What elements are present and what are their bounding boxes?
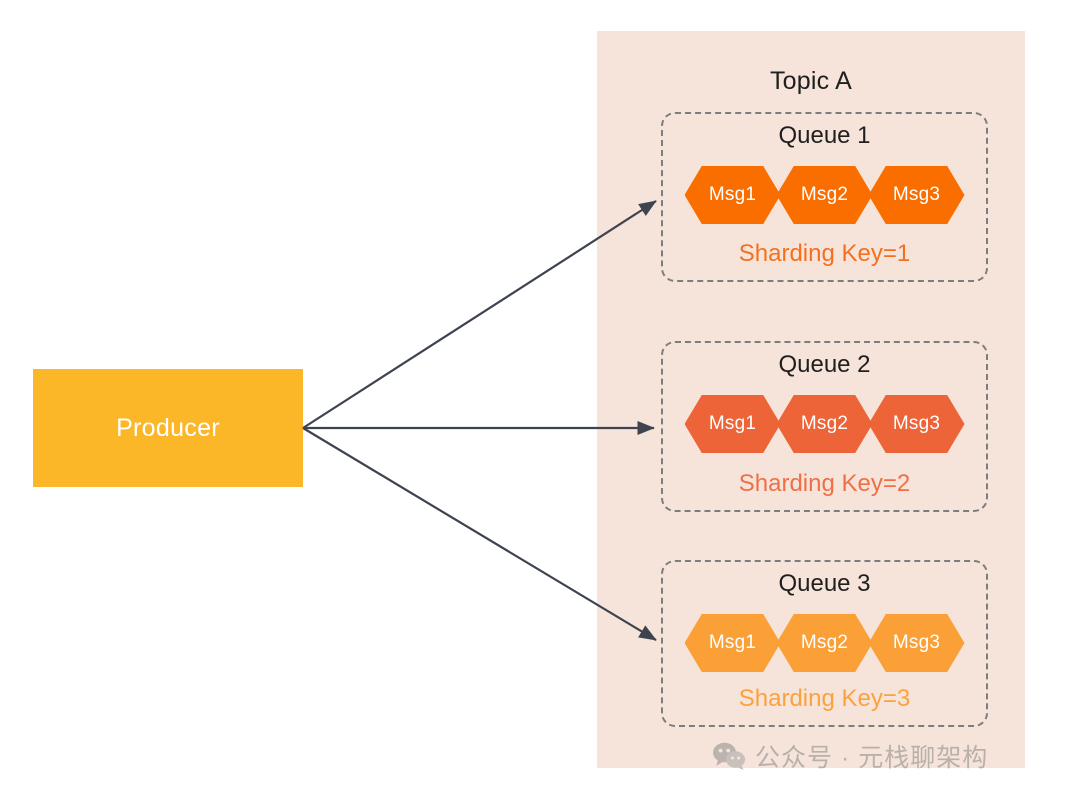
sharding-key-label: Sharding Key=3 — [738, 685, 911, 712]
message-label: Msg1 — [708, 632, 757, 653]
sharding-key-label: Sharding Key=2 — [738, 470, 911, 497]
message-label: Msg3 — [892, 632, 941, 653]
message-label: Msg3 — [892, 184, 941, 205]
wechat-icon — [713, 742, 746, 770]
message-label: Msg1 — [708, 413, 757, 434]
queue-title: Queue 3 — [778, 570, 871, 597]
message-label: Msg1 — [708, 184, 757, 205]
message-label: Msg2 — [800, 632, 849, 653]
queue-title: Queue 1 — [778, 122, 871, 149]
watermark-text: 公众号 · 元栈聊架构 — [755, 744, 989, 772]
message-row: Msg1 Msg2 Msg3 — [663, 614, 986, 672]
message-hex[interactable]: Msg2 — [776, 166, 873, 224]
topic-title: Topic A — [769, 67, 852, 95]
producer-node[interactable]: Producer — [33, 369, 303, 487]
message-label: Msg2 — [800, 413, 849, 434]
message-hex[interactable]: Msg2 — [776, 614, 873, 672]
message-row: Msg1 Msg2 Msg3 — [663, 395, 986, 453]
message-label: Msg2 — [800, 184, 849, 205]
message-hex[interactable]: Msg2 — [776, 395, 873, 453]
producer-label: Producer — [116, 413, 220, 442]
queue-title: Queue 2 — [778, 351, 871, 378]
message-hex[interactable]: Msg1 — [684, 166, 781, 224]
queue-group-1[interactable]: Queue 1 Msg1 Msg2 Msg3 Sharding Key=1 — [661, 112, 988, 282]
message-label: Msg3 — [892, 413, 941, 434]
queue-group-2[interactable]: Queue 2 Msg1 Msg2 Msg3 Sharding Key=2 — [661, 341, 988, 512]
message-hex[interactable]: Msg1 — [684, 614, 781, 672]
message-row: Msg1 Msg2 Msg3 — [663, 166, 986, 224]
queue-group-3[interactable]: Queue 3 Msg1 Msg2 Msg3 Sharding Key=3 — [661, 560, 988, 727]
message-hex[interactable]: Msg3 — [868, 395, 965, 453]
message-hex[interactable]: Msg1 — [684, 395, 781, 453]
message-hex[interactable]: Msg3 — [868, 614, 965, 672]
message-hex[interactable]: Msg3 — [868, 166, 965, 224]
sharding-key-label: Sharding Key=1 — [738, 240, 911, 267]
watermark: 公众号 · 元栈聊架构 — [712, 738, 988, 774]
